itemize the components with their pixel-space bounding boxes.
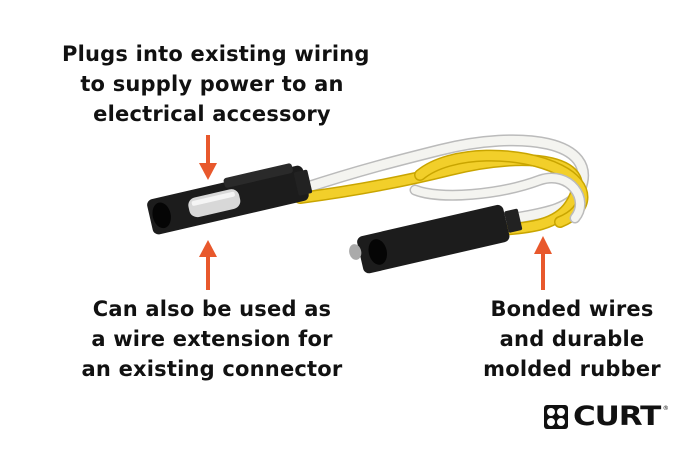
callout-line: and durable <box>499 327 645 351</box>
registered-mark: ® <box>662 405 669 412</box>
callout-line: Can also be used as <box>92 297 332 321</box>
arrow-down-icon <box>199 135 217 180</box>
brand-name: CURT <box>573 401 661 432</box>
female-connector <box>349 204 523 274</box>
callout-bottom-right: Bonded wires and durable molded rubber <box>472 294 672 384</box>
wires <box>294 134 589 236</box>
callout-line: an existing connector <box>81 357 343 381</box>
arrow-up-icon <box>534 236 552 290</box>
callout-line: Plugs into existing wiring <box>62 42 370 66</box>
curt-emblem-icon <box>544 404 568 429</box>
callout-line: a wire extension for <box>91 327 333 351</box>
arrows <box>199 135 552 290</box>
callout-bottom-left: Can also be used as a wire extension for… <box>62 294 362 384</box>
callout-line: Bonded wires <box>490 297 654 321</box>
brand-logo: CURT ® <box>543 401 669 432</box>
callout-top: Plugs into existing wiring to supply pow… <box>62 39 370 129</box>
arrow-up-icon <box>199 240 217 290</box>
callout-line: to supply power to an <box>80 72 344 96</box>
callout-line: electrical accessory <box>93 102 331 126</box>
male-connector <box>147 163 313 235</box>
callout-line: molded rubber <box>483 357 661 381</box>
